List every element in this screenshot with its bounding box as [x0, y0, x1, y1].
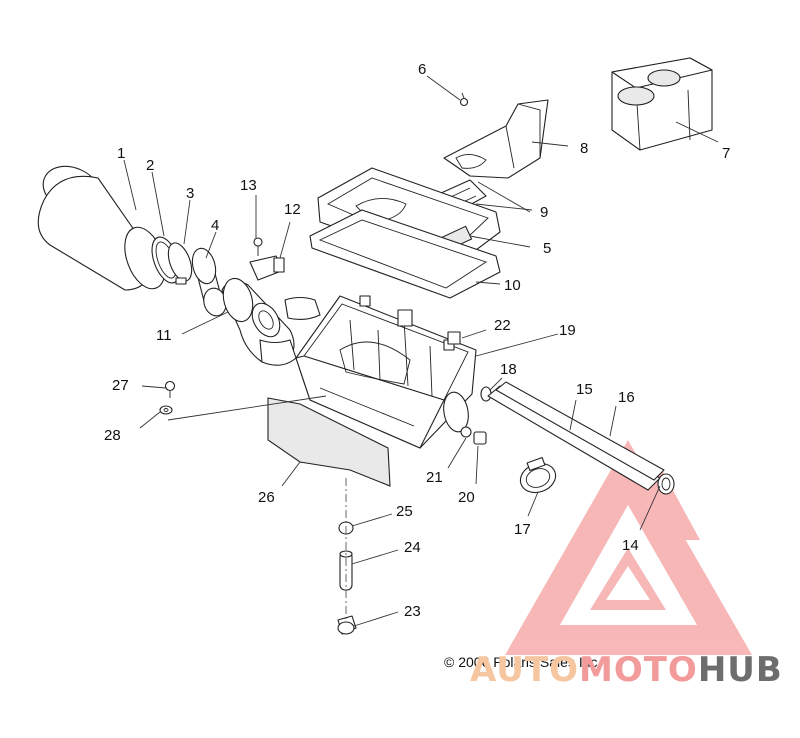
callout-2: 2: [146, 157, 154, 174]
callout-20: 20: [458, 489, 475, 506]
callout-25: 25: [396, 503, 413, 520]
callout-3: 3: [186, 185, 194, 202]
watermark-word-hub: HUB: [697, 650, 783, 690]
watermark-word-moto: MOTO: [578, 650, 698, 690]
callout-7: 7: [722, 145, 730, 162]
part-28-washer: [159, 405, 173, 415]
part-11-intake-duct: [221, 277, 321, 366]
watermark-text: AUTOMOTOHUB: [470, 650, 783, 690]
callout-26: 26: [258, 489, 275, 506]
callout-10: 10: [504, 277, 521, 294]
callout-18: 18: [500, 361, 517, 378]
callout-14: 14: [622, 537, 639, 554]
part-3-clamp: [167, 242, 193, 285]
part-27-bolt: [164, 380, 176, 398]
part-26-heat-shield: [267, 397, 391, 487]
callout-11: 11: [156, 327, 172, 344]
watermark-word-auto: AUTO: [470, 650, 579, 690]
callout-8: 8: [580, 140, 588, 157]
callout-labels: 1 2 3 4 5 6 7 8 9 10 11 12 13 14 15 16 1…: [104, 61, 730, 620]
callout-24: 24: [404, 539, 421, 556]
part-6-screw: [459, 92, 469, 107]
callout-17: 17: [514, 521, 531, 538]
part-7-foam-block: [611, 57, 713, 151]
callout-27: 27: [112, 377, 129, 394]
leader-lines: [123, 75, 719, 627]
part-14-clamp: [657, 473, 675, 495]
part-1-air-filter: [37, 165, 166, 291]
part-12-sensor: [249, 255, 285, 281]
part-23-drain-valve: [337, 615, 357, 635]
part-10-seal: [309, 209, 501, 299]
callout-19: 19: [559, 322, 576, 339]
part-22-clip: [447, 331, 461, 345]
callout-23: 23: [404, 603, 421, 620]
part-18-fitting: [480, 386, 492, 402]
part-13-screw: [253, 237, 263, 256]
callout-16: 16: [618, 389, 635, 406]
callout-9: 9: [540, 204, 548, 221]
part-4-coupler: [191, 247, 227, 317]
callout-13: 13: [240, 177, 257, 194]
callout-4: 4: [211, 217, 219, 234]
part-20-plug: [473, 431, 487, 445]
callout-12: 12: [284, 201, 301, 218]
copyright-notice: © 2006 Polaris Sales Inc.: [444, 654, 602, 670]
part-16-tube: [495, 381, 665, 481]
callout-22: 22: [494, 317, 511, 334]
callout-15: 15: [576, 381, 593, 398]
part-8-snorkel: [443, 99, 549, 179]
callout-21: 21: [426, 469, 443, 486]
callout-5: 5: [543, 240, 551, 257]
callout-1: 1: [117, 145, 125, 162]
part-19-airbox-base: [295, 295, 477, 449]
part-21-plug: [460, 426, 472, 438]
part-17-hose-clamp: [519, 456, 557, 494]
callout-6: 6: [418, 61, 426, 78]
callout-28: 28: [104, 427, 121, 444]
